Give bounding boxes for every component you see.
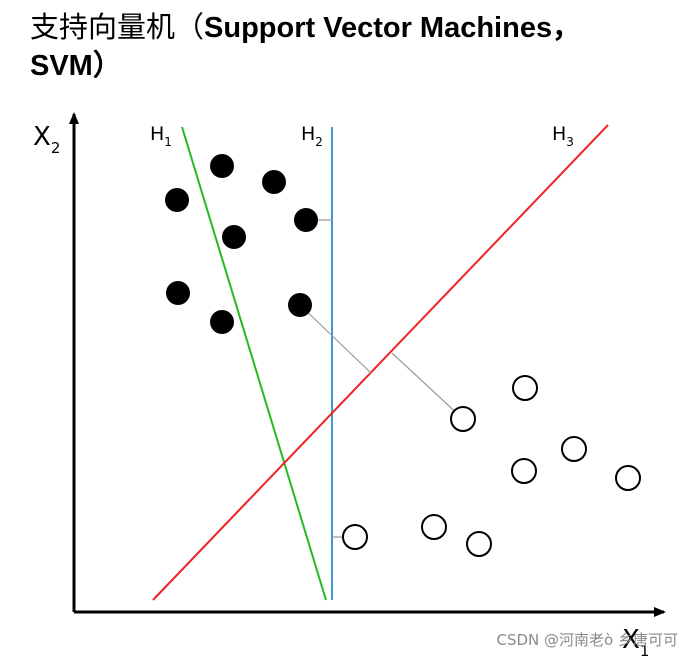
title-abbreviation: SVM） [30, 50, 122, 82]
filled-point [166, 281, 190, 305]
hollow-point [615, 465, 641, 491]
filled-point [210, 154, 234, 178]
hyperplane-h3 [152, 124, 609, 601]
h3-margin-connector-upper [299, 304, 372, 374]
h3-margin-connector-lower [391, 352, 464, 420]
page-title: 支持向量机（Support Vector Machines， SVM） [30, 8, 670, 85]
filled-point [210, 310, 234, 334]
hollow-class-points [342, 375, 641, 557]
hollow-point [421, 514, 447, 540]
hollow-point [342, 524, 368, 550]
hyperplane-h3-label: H3 [552, 123, 574, 149]
filled-point [294, 208, 318, 232]
hollow-point [561, 436, 587, 462]
hollow-point [511, 458, 537, 484]
hyperplane-h2-label: H2 [301, 123, 323, 149]
hollow-point [466, 531, 492, 557]
title-english: Support Vector Machines， [204, 12, 582, 44]
filled-point [165, 188, 189, 212]
title-chinese: 支持向量机（ [30, 10, 205, 44]
hollow-point [450, 406, 476, 432]
hollow-point [512, 375, 538, 401]
hyperplane-h1 [181, 126, 327, 601]
watermark: CSDN @河南老ò 乡唐可可 [496, 631, 678, 649]
hyperplane-h1-label: H1 [150, 123, 172, 149]
filled-point [262, 170, 286, 194]
x-axis-label: X1 [622, 625, 649, 660]
filled-class-points [165, 154, 318, 334]
filled-point [222, 225, 246, 249]
y-axis-label: X2 [33, 122, 60, 157]
filled-point [288, 293, 312, 317]
